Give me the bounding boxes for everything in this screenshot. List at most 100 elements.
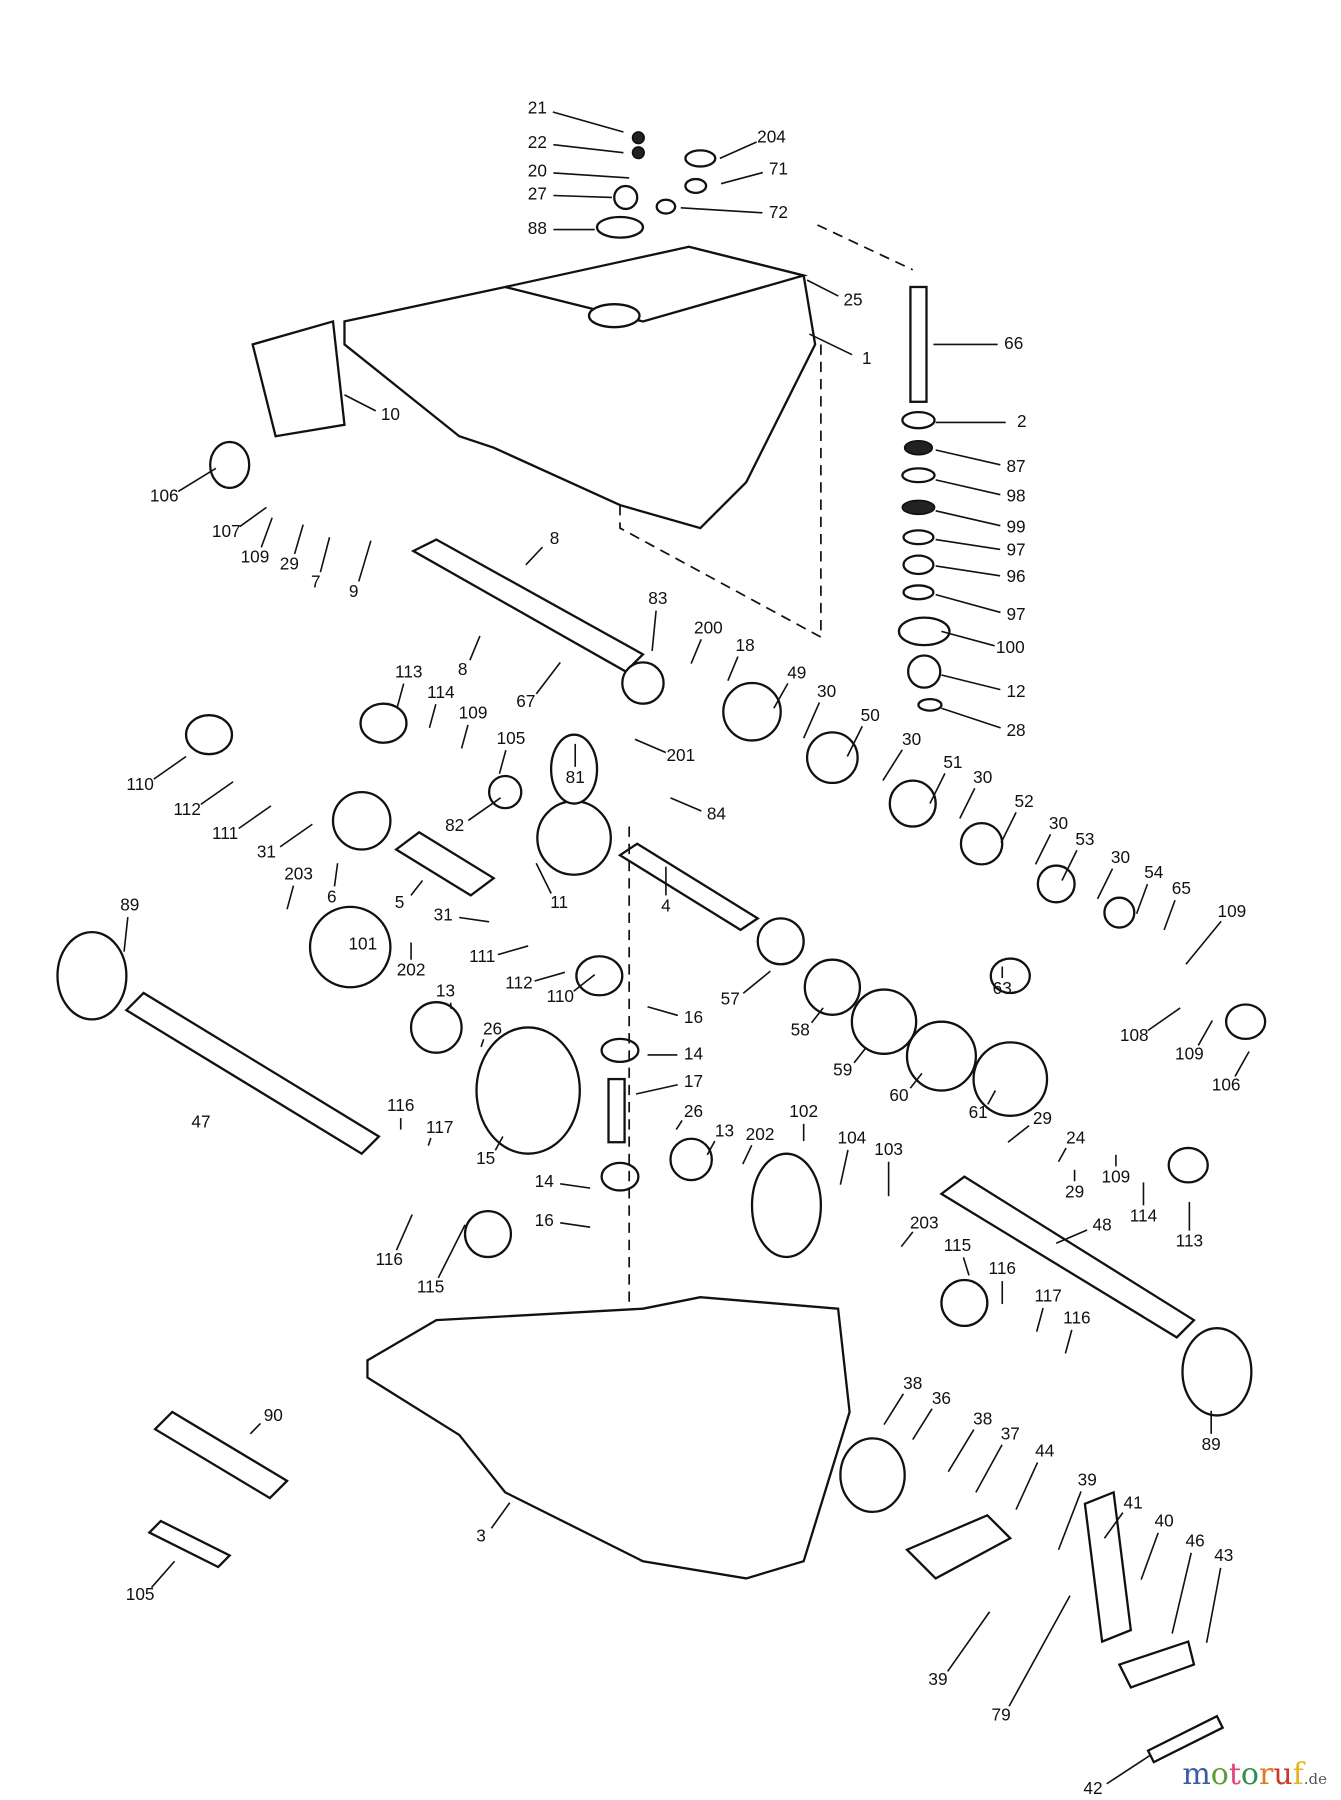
callout-number: 61 bbox=[969, 1102, 988, 1122]
callout-5: 5 bbox=[395, 879, 424, 912]
callout-number: 111 bbox=[212, 823, 238, 843]
callout-60: 60 bbox=[889, 1072, 923, 1105]
leader-line bbox=[560, 1183, 591, 1189]
callout-83: 83 bbox=[648, 588, 667, 651]
callout-28: 28 bbox=[941, 707, 1026, 740]
callout-number: 46 bbox=[1186, 1530, 1205, 1550]
callout-6: 6 bbox=[327, 863, 339, 906]
watermark-logo: motoruf.de bbox=[1182, 1757, 1327, 1792]
callout-number: 16 bbox=[535, 1210, 554, 1230]
callout-number: 203 bbox=[284, 863, 313, 883]
callout-number: 9 bbox=[349, 581, 359, 601]
gears bbox=[56, 661, 1253, 1417]
leader-line bbox=[719, 141, 757, 160]
callout-13: 13 bbox=[436, 980, 455, 1010]
leader-line bbox=[987, 1090, 997, 1105]
leader-line bbox=[810, 1007, 824, 1024]
leader-line bbox=[437, 1224, 466, 1279]
callout-number: 113 bbox=[395, 661, 422, 681]
callout-number: 39 bbox=[928, 1669, 947, 1689]
callout-number: 79 bbox=[992, 1705, 1011, 1725]
callout-number: 63 bbox=[993, 978, 1012, 998]
callout-number: 41 bbox=[1124, 1492, 1143, 1512]
callout-26: 26 bbox=[480, 1018, 502, 1048]
callout-114: 114 bbox=[427, 682, 455, 729]
callout-39: 39 bbox=[928, 1611, 991, 1689]
callout-number: 28 bbox=[1006, 720, 1025, 740]
callout-30: 30 bbox=[882, 729, 921, 782]
callout-63: 63 bbox=[993, 966, 1012, 998]
callout-66: 66 bbox=[933, 333, 1023, 353]
leader-line bbox=[947, 1429, 975, 1473]
leader-line bbox=[535, 661, 561, 695]
callout-number: 30 bbox=[817, 681, 836, 701]
callout-116: 116 bbox=[989, 1258, 1016, 1305]
callout-96: 96 bbox=[935, 565, 1026, 586]
callout-112: 112 bbox=[505, 971, 566, 992]
watermark-letter: f bbox=[1292, 1757, 1304, 1792]
callout-97: 97 bbox=[935, 538, 1026, 560]
leader-line bbox=[900, 1231, 914, 1248]
leader-line bbox=[410, 879, 424, 896]
leader-line bbox=[742, 1144, 753, 1165]
callout-106: 106 bbox=[150, 467, 217, 506]
callout-number: 109 bbox=[1102, 1166, 1131, 1186]
callout-25: 25 bbox=[806, 279, 863, 309]
leader-line bbox=[962, 1257, 970, 1276]
callout-40: 40 bbox=[1140, 1511, 1174, 1580]
callout-30: 30 bbox=[1096, 847, 1130, 900]
callout-109: 109 bbox=[241, 517, 273, 566]
callout-30: 30 bbox=[1034, 813, 1068, 865]
leader-line bbox=[525, 546, 544, 566]
leader-line bbox=[497, 945, 529, 956]
callout-number: 109 bbox=[1175, 1044, 1204, 1064]
callout-number: 116 bbox=[387, 1095, 414, 1115]
callout-number: 71 bbox=[769, 158, 788, 178]
leader-line bbox=[1096, 868, 1114, 900]
callout-104: 104 bbox=[838, 1127, 867, 1185]
callout-number: 114 bbox=[427, 682, 455, 702]
callout-number: 8 bbox=[550, 528, 560, 548]
callout-36: 36 bbox=[912, 1388, 951, 1440]
leader-line bbox=[293, 524, 304, 555]
leader-line bbox=[344, 394, 377, 412]
callout-44: 44 bbox=[1015, 1441, 1055, 1510]
callout-29: 29 bbox=[280, 524, 304, 573]
callout-114: 114 bbox=[1130, 1182, 1158, 1225]
callout-number: 115 bbox=[417, 1277, 444, 1297]
callout-number: 105 bbox=[497, 728, 526, 748]
callout-79: 79 bbox=[992, 1595, 1071, 1725]
lower-housing bbox=[366, 826, 851, 1580]
leader-line bbox=[357, 540, 372, 582]
leader-line bbox=[1106, 1754, 1151, 1785]
leader-line bbox=[680, 206, 763, 214]
callout-38: 38 bbox=[947, 1409, 992, 1473]
callout-24: 24 bbox=[1057, 1127, 1086, 1163]
callout-number: 30 bbox=[973, 767, 992, 787]
callout-number: 116 bbox=[1063, 1308, 1090, 1328]
leader-line bbox=[1000, 812, 1017, 843]
callout-number: 109 bbox=[241, 546, 270, 566]
callout-number: 1 bbox=[862, 348, 872, 368]
callout-number: 65 bbox=[1172, 878, 1191, 898]
callout-number: 53 bbox=[1075, 829, 1094, 849]
callout-22: 22 bbox=[528, 132, 624, 154]
leader-line bbox=[1007, 1124, 1030, 1143]
callout-65: 65 bbox=[1163, 878, 1191, 931]
callout-number: 49 bbox=[787, 662, 806, 682]
leader-line bbox=[238, 805, 272, 830]
watermark-letter: o bbox=[1210, 1757, 1229, 1792]
leader-line bbox=[333, 863, 339, 887]
callout-number: 202 bbox=[397, 960, 426, 980]
leader-line bbox=[935, 479, 1001, 496]
leader-line bbox=[1140, 1532, 1159, 1580]
callout-103: 103 bbox=[874, 1139, 903, 1197]
callout-202: 202 bbox=[742, 1124, 774, 1165]
callout-88: 88 bbox=[528, 218, 595, 238]
callout-50: 50 bbox=[846, 705, 880, 757]
callout-number: 44 bbox=[1035, 1441, 1055, 1461]
leader-line bbox=[560, 1222, 591, 1228]
leader-line bbox=[909, 1072, 923, 1089]
leader-line bbox=[853, 1047, 867, 1064]
callout-46: 46 bbox=[1171, 1530, 1205, 1634]
